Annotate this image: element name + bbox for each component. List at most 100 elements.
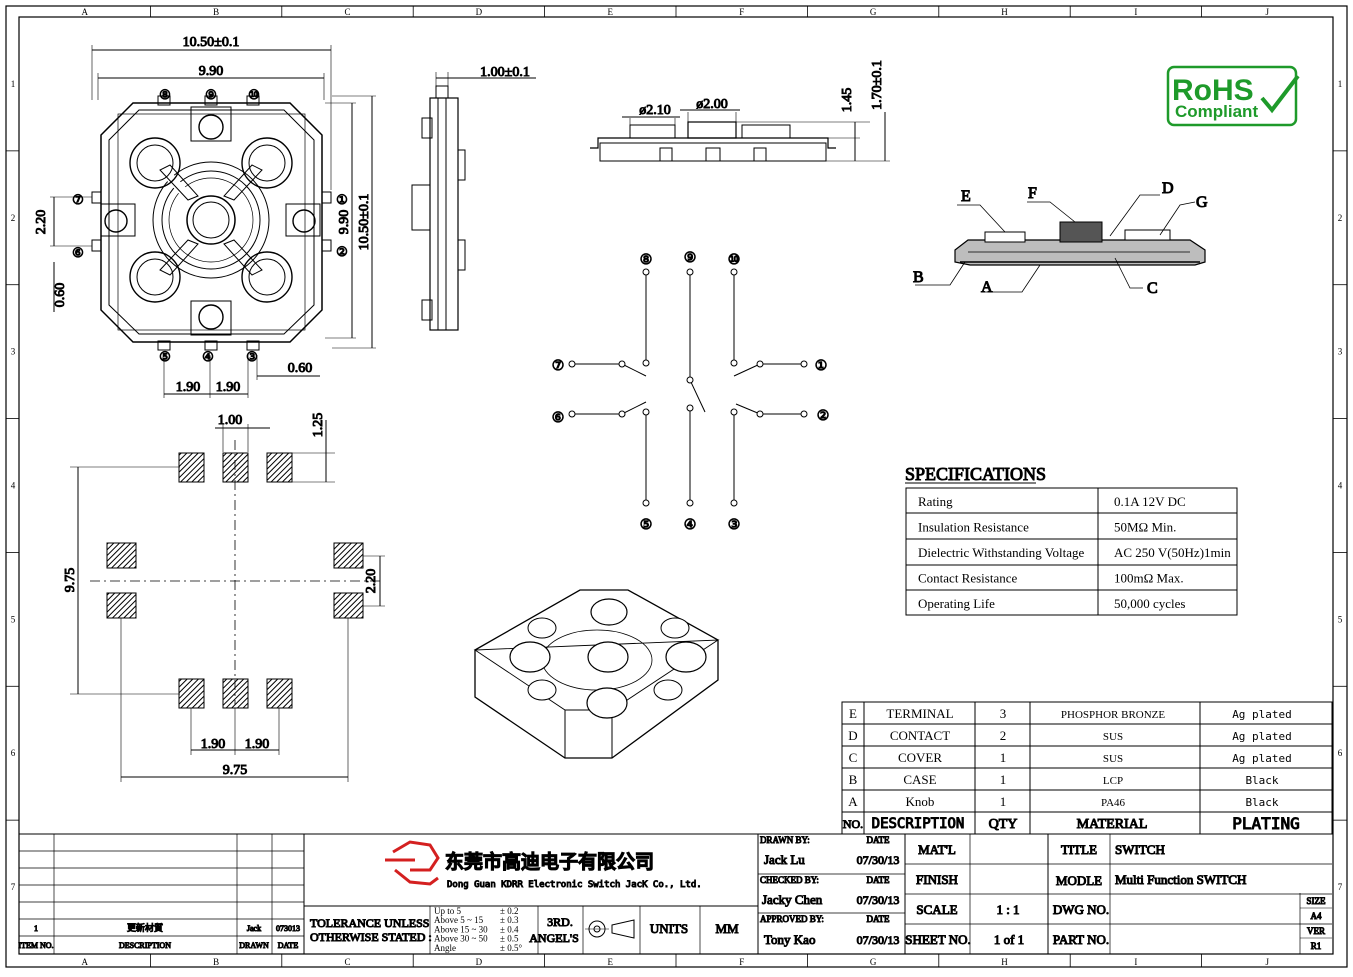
title-value: SWITCH (1115, 842, 1165, 857)
bom-plating: Black (1245, 774, 1278, 787)
frame-row-left-5: 5 (11, 614, 16, 624)
bom-description: TERMINAL (886, 706, 953, 721)
part-no-label: PART NO. (1053, 932, 1109, 947)
frame-row-left-2: 2 (11, 213, 16, 223)
top-overall-width-dim: 10.50±0.1 (183, 35, 240, 50)
spec-item: Insulation Resistance (918, 520, 1029, 535)
frame-col-bottom-D: D (476, 957, 483, 967)
bom-description: CONTACT (890, 728, 950, 743)
frame-col-top-C: C (344, 7, 350, 17)
top-pitch-b-dim: 1.90 (216, 380, 241, 395)
section-label-c: C (1147, 280, 1158, 297)
top-inner-height-dim: 9.90 (337, 210, 352, 235)
section-label-g: G (1196, 194, 1208, 211)
frame-col-bottom-E: E (608, 957, 614, 967)
rohs-title: RoHS (1172, 74, 1254, 107)
schematic-pin-10: ⑩ (728, 253, 741, 268)
bom-description: CASE (903, 772, 936, 787)
tolerance-range: Above 15 ~ 30 (434, 924, 488, 934)
bom-plating: Black (1245, 796, 1278, 809)
schematic-pin-4: ④ (684, 518, 697, 533)
bom-description: COVER (898, 750, 942, 765)
top-pin-5: ⑤ (159, 349, 171, 364)
approved-date: 07/30/13 (857, 933, 900, 947)
top-inner-width-dim: 9.90 (199, 64, 224, 79)
frame-col-bottom-J: J (1266, 957, 1270, 967)
front-view: ø2.10 ø2.00 1.45 1.70±0.1 (590, 60, 890, 162)
drawn-date: 07/30/13 (857, 853, 900, 867)
checked-by-name: Jacky Chen (762, 892, 823, 907)
spec-item: Operating Life (918, 596, 995, 611)
frame-row-right-7: 7 (1338, 882, 1343, 892)
tolerance-line1: TOLERANCE UNLESS (310, 916, 429, 930)
isometric-view (473, 589, 720, 759)
top-overall-height-dim: 10.50±0.1 (357, 194, 372, 251)
top-pin-1: ① (336, 192, 348, 207)
spec-item: Rating (918, 494, 953, 509)
frame-col-top-F: F (739, 7, 744, 17)
bom-no: A (848, 794, 858, 809)
front-height-2: 1.70±0.1 (870, 60, 885, 110)
front-diameter-2: ø2.00 (696, 97, 728, 112)
tolerance-value: ± 0.2 (500, 906, 518, 916)
rev-drawn: Jack (247, 924, 261, 933)
section-label-b: B (913, 269, 924, 286)
footprint-pad-height-dim: 1.25 (311, 413, 326, 438)
top-view: 10.50±0.1 9.90 9.90 10.50±0.1 2.20 0.60 … (34, 35, 376, 398)
section-label-a: A (981, 279, 993, 296)
projection-label-2: ANGEL'S (529, 931, 579, 945)
dwg-no-label: DWG NO. (1053, 902, 1109, 917)
top-pin-3: ③ (246, 349, 258, 364)
bom-plating: Ag plated (1232, 752, 1292, 765)
frame-row-left-4: 4 (11, 481, 16, 491)
schematic-pin-6: ⑥ (552, 411, 565, 426)
frame-row-left-3: 3 (11, 347, 16, 357)
bom-header-no: NO. (843, 817, 863, 831)
spec-value: 50MΩ Min. (1114, 520, 1176, 535)
top-pin-len-dim: 0.60 (288, 361, 313, 376)
spec-item: Contact Resistance (918, 571, 1018, 586)
bom-header-qty: QTY (989, 817, 1018, 832)
title-label: TITLE (1061, 842, 1097, 857)
front-height-1: 1.45 (840, 88, 855, 113)
tolerance-range: Angle (434, 943, 456, 953)
bom-material: PA46 (1101, 797, 1126, 809)
top-pin-width-dim: 0.60 (53, 283, 68, 308)
frame-row-left-7: 7 (11, 882, 16, 892)
bom-material: SUS (1103, 753, 1123, 765)
size-value: A4 (1311, 911, 1322, 921)
top-pin-7: ⑦ (72, 192, 84, 207)
frame-col-bottom-I: I (1134, 957, 1137, 967)
frame-row-right-6: 6 (1338, 748, 1343, 758)
company-logo (385, 840, 440, 886)
bom-header-material: MATERIAL (1077, 817, 1148, 832)
tolerance-range: Above 30 ~ 50 (434, 934, 488, 944)
circuit-schematic: ⑧ ⑨ ⑩ ⑦ ① ⑥ ② ⑤ ④ ③ (551, 251, 830, 534)
footprint-pad-width-dim: 1.00 (218, 413, 243, 428)
units-value: MM (715, 921, 739, 936)
bom-material: SUS (1103, 731, 1123, 743)
top-pin-9: ⑨ (205, 87, 217, 102)
frame-row-left-1: 1 (11, 79, 16, 89)
frame-row-left-6: 6 (11, 748, 16, 758)
spec-value: 50,000 cycles (1114, 596, 1185, 611)
units-label: UNITS (650, 921, 688, 936)
frame-col-top-G: G (870, 7, 877, 17)
top-pin-4: ④ (202, 349, 214, 364)
side-view: 1.00±0.1 (411, 65, 536, 331)
drawn-date-label: DATE (867, 835, 890, 845)
approved-by-name: Tony Kao (764, 932, 815, 947)
approved-date-label: DATE (867, 914, 890, 924)
footprint-pitch-a-dim: 1.90 (201, 737, 226, 752)
schematic-pin-1: ① (815, 359, 828, 374)
approved-by-label: APPROVED BY: (760, 914, 824, 924)
bom-description: Knob (906, 794, 935, 809)
checked-by-label: CHECKED BY: (760, 875, 819, 885)
finish-label: FINISH (916, 872, 958, 887)
